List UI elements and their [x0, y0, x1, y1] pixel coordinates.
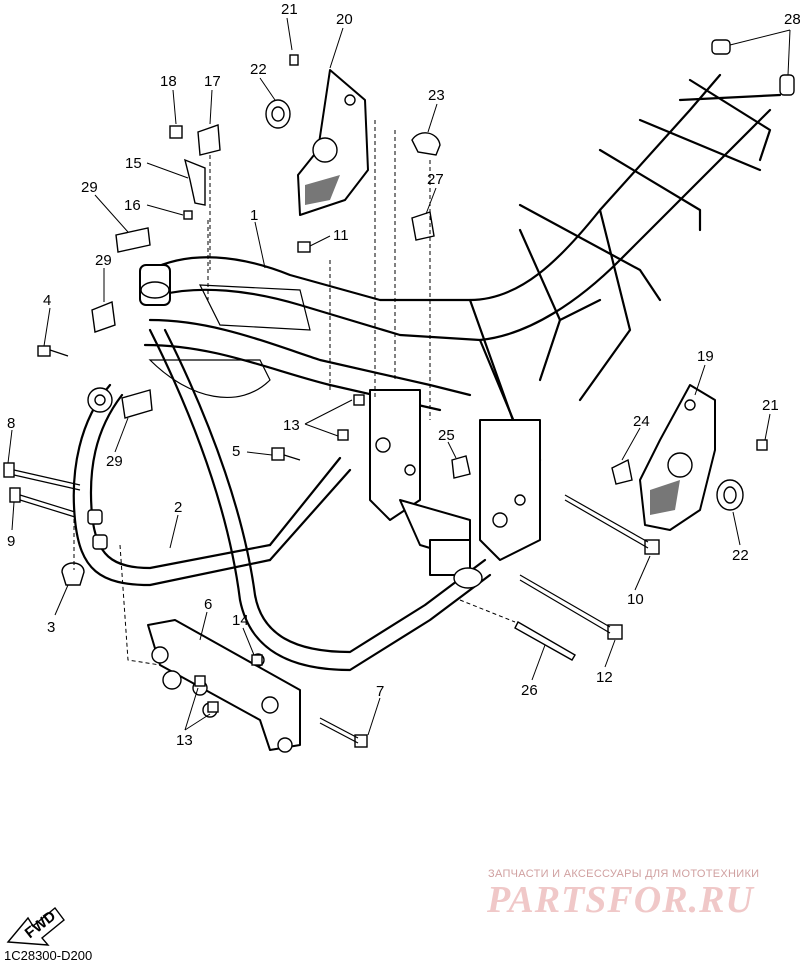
- callout-28: 28: [784, 11, 800, 28]
- callout-13: 13: [283, 417, 300, 434]
- forward-direction-arrow: FWD: [6, 906, 65, 946]
- callout-4: 4: [43, 292, 51, 309]
- callout-18: 18: [160, 73, 177, 90]
- callout-12: 12: [596, 669, 613, 686]
- callout-21: 21: [281, 1, 298, 18]
- callout-25: 25: [438, 427, 455, 444]
- callout-9: 9: [7, 533, 15, 550]
- callout-2: 2: [174, 499, 182, 516]
- callout-17: 17: [204, 73, 221, 90]
- callout-26: 26: [521, 682, 538, 699]
- callout-14: 14: [232, 612, 249, 629]
- front-down-tube-cradle: [72, 328, 492, 672]
- callout-8: 8: [7, 415, 15, 432]
- callout-22: 22: [250, 61, 267, 78]
- callout-27: 27: [427, 171, 444, 188]
- callout-24: 24: [633, 413, 650, 430]
- callout-29: 29: [81, 179, 98, 196]
- callout-16: 16: [124, 197, 141, 214]
- callout-21: 21: [762, 397, 779, 414]
- callout-29: 29: [106, 453, 123, 470]
- callout-5: 5: [232, 443, 240, 460]
- callout-19: 19: [697, 348, 714, 365]
- callout-1: 1: [250, 207, 258, 224]
- callout-29: 29: [95, 252, 112, 269]
- engine-mount-bracket: [147, 619, 301, 753]
- callout-10: 10: [627, 591, 644, 608]
- callout-labels: 21 20 22 23 27 18 17 15 16 29 29 4 1 11 …: [7, 1, 800, 749]
- callout-3: 3: [47, 619, 55, 636]
- callout-13: 13: [176, 732, 193, 749]
- callout-23: 23: [428, 87, 445, 104]
- watermark-logo: PARTSFOR.RU: [487, 879, 754, 921]
- callout-22: 22: [732, 547, 749, 564]
- callout-7: 7: [376, 683, 384, 700]
- watermark-tagline: ЗАПЧАСТИ И АКСЕССУАРЫ ДЛЯ МОТОТЕХНИКИ: [488, 868, 760, 880]
- callout-11: 11: [333, 227, 349, 244]
- diagram-code: 1C28300-D200: [4, 948, 93, 963]
- callout-6: 6: [204, 596, 212, 613]
- engine-side-plate-upper: [297, 69, 369, 216]
- engine-side-plate-right: [639, 384, 716, 531]
- fasteners: [3, 39, 795, 748]
- main-frame-assembly: [139, 73, 782, 576]
- callout-15: 15: [125, 155, 142, 172]
- leader-lines: [7, 17, 791, 736]
- callout-20: 20: [336, 11, 353, 28]
